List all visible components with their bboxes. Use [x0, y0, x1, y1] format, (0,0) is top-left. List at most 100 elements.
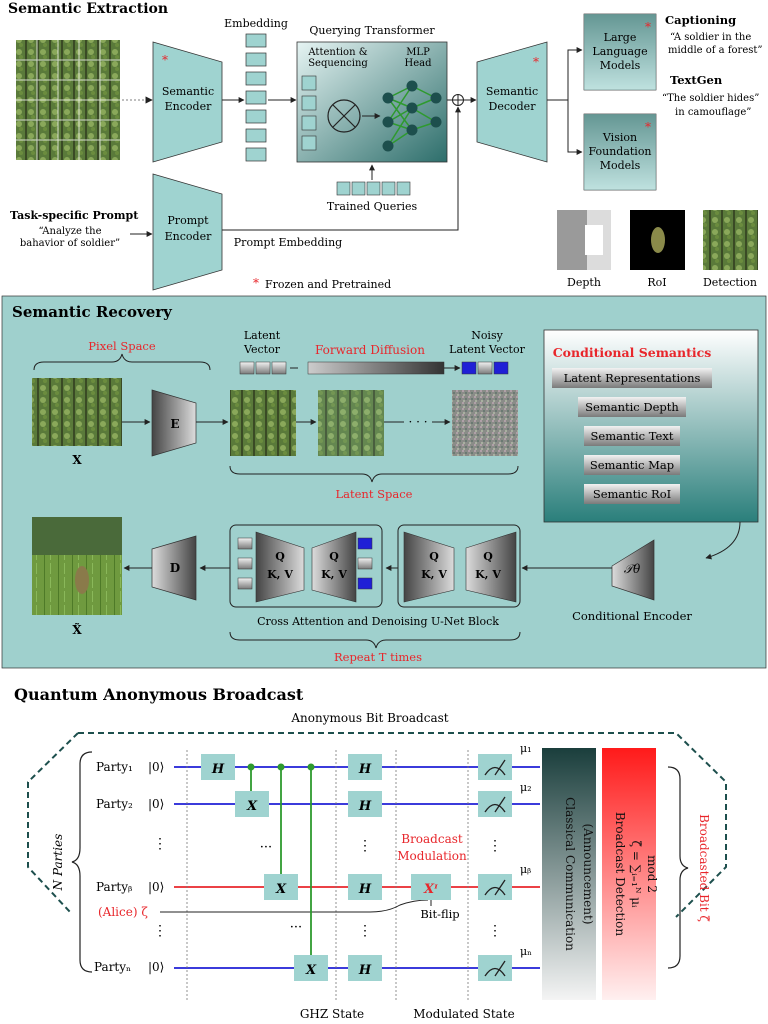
- broadcast-detection-label-1: Broadcast Detection: [613, 812, 627, 937]
- svg-text:H: H: [211, 762, 225, 777]
- pixel-space-label: Pixel Space: [88, 339, 156, 353]
- stage-separators: [186, 750, 469, 1000]
- conditional-encoder-label: Conditional Encoder: [572, 609, 692, 623]
- q-label-l1: Q: [275, 550, 285, 563]
- gate-X-b: X: [264, 874, 298, 900]
- gate-H2-2: H: [348, 791, 382, 817]
- gate-X-n: X: [294, 955, 328, 981]
- q-label-r1: Q: [429, 550, 439, 563]
- vfm-label-1: Vision: [602, 131, 637, 144]
- mlp-label-2: Head: [404, 58, 432, 69]
- captioning-line-2: middle of a forest”: [668, 45, 763, 56]
- trained-queries-tokens: [336, 181, 411, 196]
- embedding-stack: [245, 33, 267, 162]
- cond-item-box: [578, 397, 686, 417]
- alice-label: (Alice) ζ: [98, 905, 148, 919]
- cond-item-label: Semantic RoI: [593, 487, 671, 501]
- bitflip-label: Bit-flip: [420, 907, 459, 921]
- unet-up-left: [311, 531, 357, 603]
- prompt-encoder-label-1: Prompt: [167, 214, 209, 227]
- gate-X-zeta: Xᶦ: [411, 874, 451, 900]
- vdots-h-top: ⋮: [358, 838, 372, 854]
- party-b-label: Partyᵦ: [96, 880, 132, 894]
- conditional-encoder-block: [611, 539, 655, 601]
- unet-left-tokens-out: [357, 537, 373, 590]
- section-title-extraction: Semantic Extraction: [8, 1, 168, 17]
- semantic-encoder-block: [152, 41, 223, 163]
- cond-item-box: [552, 368, 712, 388]
- latent-vector-tokens: [239, 361, 287, 375]
- conditional-semantics-title: Conditional Semantics: [553, 345, 712, 360]
- x-label: X: [72, 453, 82, 467]
- vdots-m-bottom: ⋮: [488, 923, 502, 939]
- repeat-label: Repeat T times: [334, 650, 422, 664]
- semantic-decoder-label-2: Decoder: [489, 100, 537, 113]
- mlp-network-icon: [382, 80, 442, 152]
- hdots-bottom: ···: [290, 920, 302, 935]
- latent-space-brace: [229, 465, 519, 483]
- task-prompt-title: Task-specific Prompt: [10, 209, 139, 222]
- attention-operator-icon: [327, 99, 361, 133]
- frozen-legend-label: Frozen and Pretrained: [265, 278, 391, 291]
- decoder-D-label: D: [170, 561, 180, 575]
- frozen-star-encoder: *: [162, 53, 168, 67]
- trained-queries-label: Trained Queries: [327, 200, 418, 213]
- semantic-encoder-label-1: Semantic: [162, 85, 214, 98]
- arrow-cond-to-encoder: [705, 521, 741, 560]
- mu-n-label: μₙ: [520, 945, 532, 958]
- forward-diffusion-label: Forward Diffusion: [315, 343, 425, 357]
- querying-transformer-label: Querying Transformer: [309, 24, 435, 37]
- cond-item-box: [584, 426, 680, 446]
- llm-label-1: Large: [604, 31, 637, 44]
- classical-communication-bar: [542, 748, 596, 1000]
- latent-vector-label-2: Vector: [243, 343, 281, 356]
- textgen-title: TextGen: [670, 73, 723, 87]
- pixel-space-brace: [33, 353, 211, 371]
- kv-label-r2: K, V: [475, 568, 501, 581]
- vdots-m-top: ⋮: [488, 838, 502, 854]
- arrow-prompt-embedding-to-sum: [222, 106, 461, 231]
- frozen-legend-star: *: [253, 276, 259, 290]
- cond-item-label: Latent Representations: [564, 371, 701, 385]
- q-label-l2: Q: [329, 550, 339, 563]
- svg-text:H: H: [358, 882, 372, 897]
- cond-item-box: [584, 484, 680, 504]
- prompt-encoder-block: [152, 173, 223, 291]
- encoder-E-block: [151, 389, 197, 457]
- vdots-party-bottom: ⋮: [153, 923, 167, 939]
- latent-image-1: [230, 390, 296, 456]
- captioning-title: Captioning: [665, 13, 736, 27]
- measure-2: [478, 791, 512, 817]
- broadcast-modulation-label-2: Modulation: [397, 849, 467, 863]
- kv-label-l1: K, V: [267, 568, 293, 581]
- querying-transformer-block: [296, 41, 448, 163]
- llm-label-2: Language: [592, 45, 647, 58]
- latent-image-2: [318, 390, 384, 456]
- mu-2-label: μ₂: [520, 781, 532, 794]
- latent-space-label: Latent Space: [336, 487, 413, 501]
- gate-H2-b: H: [348, 874, 382, 900]
- llm-label-3: Models: [600, 59, 641, 72]
- broadcast-modulation-label-1: Broadcast: [401, 832, 463, 846]
- classical-comm-label-2: (Announcement): [581, 823, 595, 924]
- modulated-state-label: Modulated State: [413, 1007, 514, 1021]
- svg-text:H: H: [358, 963, 372, 978]
- measure-b: [478, 874, 512, 900]
- svg-text:H: H: [358, 762, 372, 777]
- gate-H-1: H: [201, 754, 235, 780]
- svg-text:X: X: [305, 963, 317, 978]
- section-title-recovery: Semantic Recovery: [12, 303, 173, 321]
- mu-b-label: μᵦ: [520, 863, 531, 876]
- textgen-line-2: in camouflage”: [675, 107, 751, 118]
- broadcast-detection-label-3: mod 2: [645, 855, 659, 893]
- task-prompt-line-1: “Analyze the: [38, 226, 101, 237]
- output-brace: [667, 766, 689, 969]
- forward-diffusion-bar: [307, 361, 445, 375]
- detection-label: Detection: [703, 276, 757, 289]
- prompt-encoder-label-2: Encoder: [165, 230, 212, 243]
- ket0-party-2: |0⟩: [148, 797, 164, 811]
- broadcasted-bit-label: Broadcasted Bit ζ̂: [697, 814, 711, 922]
- mu-1-label: μ₁: [520, 742, 532, 755]
